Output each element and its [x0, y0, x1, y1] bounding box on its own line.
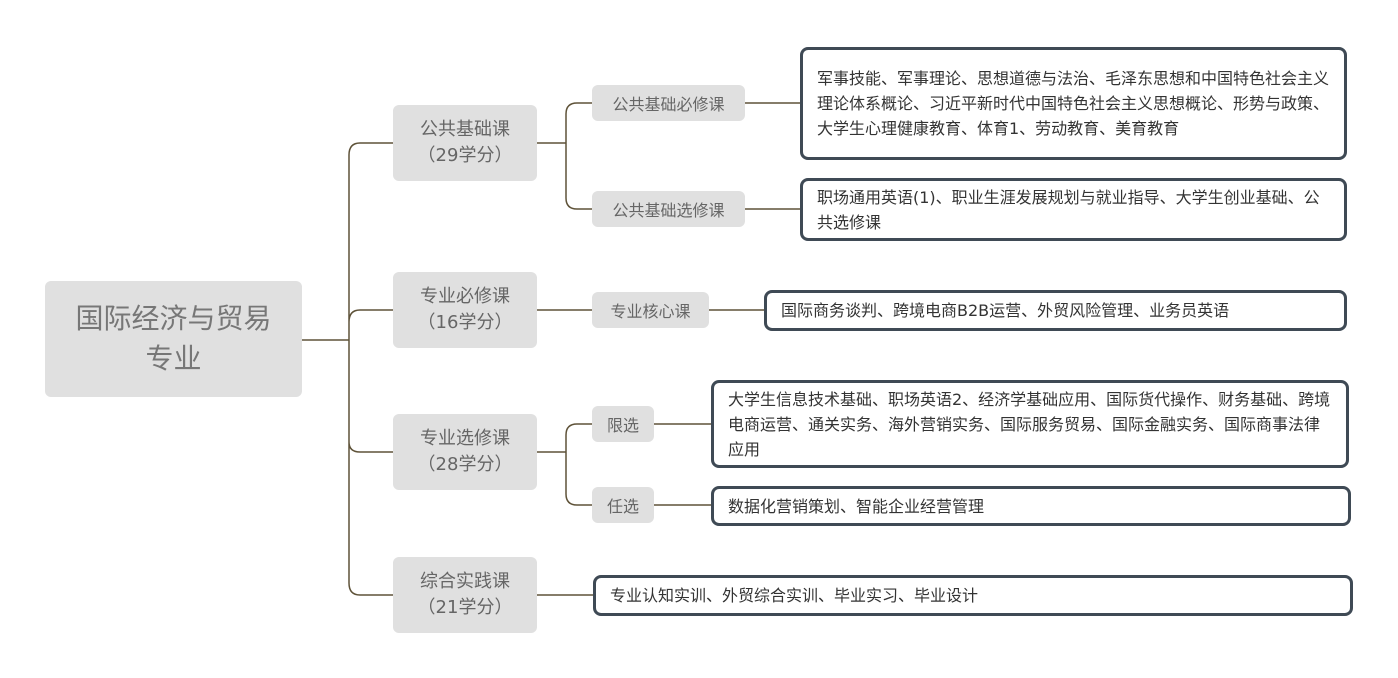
courses-practice[interactable]: 专业认知实训、外贸综合实训、毕业实习、毕业设计	[593, 575, 1353, 616]
sub-free-elective[interactable]: 任选	[592, 487, 654, 523]
courses-major-core[interactable]: 国际商务谈判、跨境电商B2B运营、外贸风险管理、业务员英语	[764, 290, 1347, 331]
sub-major-core[interactable]: 专业核心课	[592, 292, 709, 328]
sub-label: 公共基础必修课	[612, 95, 725, 114]
root-label: 国际经济与贸易专业	[75, 302, 272, 375]
course-list: 专业认知实训、外贸综合实训、毕业实习、毕业设计	[610, 586, 979, 605]
connector-major-elective	[537, 423, 711, 506]
category-major-elective[interactable]: 专业选修课 （28学分）	[393, 414, 537, 490]
category-public-basic[interactable]: 公共基础课 （29学分）	[393, 105, 537, 181]
courses-free-elective[interactable]: 数据化营销策划、智能企业经营管理	[711, 486, 1351, 526]
category-practice[interactable]: 综合实践课 （21学分）	[393, 557, 537, 633]
category-credits: （16学分）	[417, 312, 513, 333]
course-list: 大学生信息技术基础、职场英语2、经济学基础应用、国际货代操作、财务基础、跨境电商…	[728, 389, 1331, 459]
category-label: 公共基础课	[420, 119, 510, 140]
connector-trunk	[348, 142, 393, 596]
category-major-required[interactable]: 专业必修课 （16学分）	[393, 272, 537, 348]
course-list: 国际商务谈判、跨境电商B2B运营、外贸风险管理、业务员英语	[781, 301, 1230, 320]
sub-label: 任选	[606, 497, 639, 516]
courses-public-elective[interactable]: 职场通用英语(1)、职业生涯发展规划与就业指导、大学生创业基础、公共选修课	[800, 178, 1347, 241]
sub-label: 专业核心课	[610, 302, 691, 321]
category-label: 专业选修课	[420, 428, 510, 449]
sub-limited-elective[interactable]: 限选	[592, 406, 654, 442]
course-list: 职场通用英语(1)、职业生涯发展规划与就业指导、大学生创业基础、公共选修课	[817, 187, 1320, 232]
sub-label: 限选	[606, 416, 639, 435]
course-list: 数据化营销策划、智能企业经营管理	[728, 496, 985, 516]
category-credits: （29学分）	[417, 145, 513, 166]
root-node[interactable]: 国际经济与贸易专业	[45, 281, 302, 397]
courses-public-required[interactable]: 军事技能、军事理论、思想道德与法治、毛泽东思想和中国特色社会主义理论体系概论、习…	[800, 47, 1347, 160]
category-credits: （21学分）	[417, 597, 513, 618]
courses-limited-elective[interactable]: 大学生信息技术基础、职场英语2、经济学基础应用、国际货代操作、财务基础、跨境电商…	[711, 380, 1349, 468]
sub-public-required[interactable]: 公共基础必修课	[592, 85, 745, 121]
category-credits: （28学分）	[417, 454, 513, 475]
sub-label: 公共基础选修课	[612, 201, 725, 220]
sub-public-elective[interactable]: 公共基础选修课	[592, 191, 745, 227]
connector-public	[537, 102, 800, 210]
course-list: 军事技能、军事理论、思想道德与法治、毛泽东思想和中国特色社会主义理论体系概论、习…	[817, 69, 1330, 138]
category-label: 专业必修课	[420, 286, 510, 307]
category-label: 综合实践课	[420, 571, 510, 592]
